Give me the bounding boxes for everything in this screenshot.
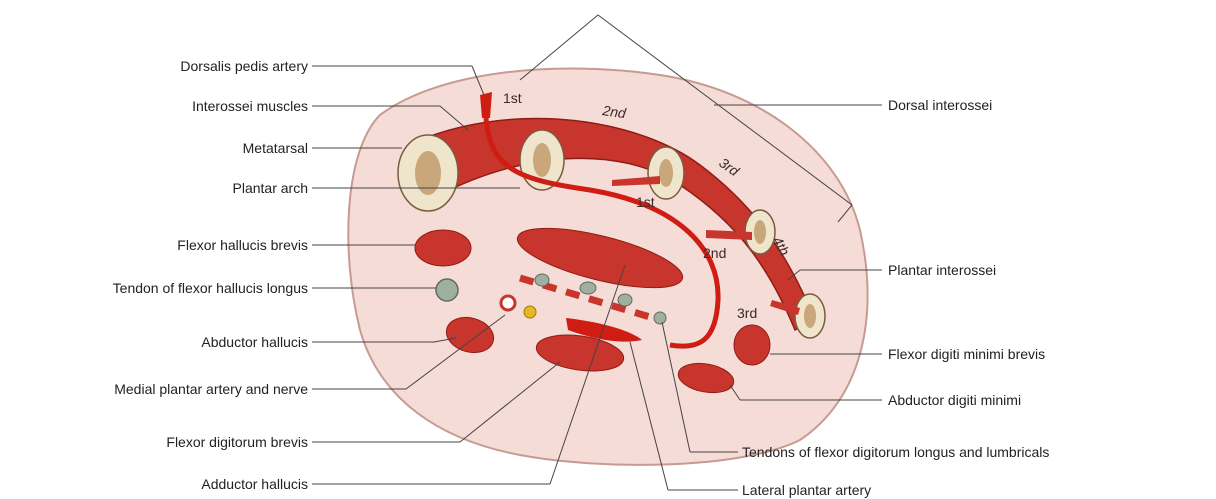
flexor-hallucis-brevis-shape <box>415 230 471 266</box>
label-plantar-arch: Plantar arch <box>40 180 308 196</box>
label-flexor-digiti-minimi-brevis: Flexor digiti minimi brevis <box>888 346 1045 362</box>
metatarsal-3 <box>648 147 684 199</box>
plantar-1st-label: 1st <box>636 194 655 210</box>
label-abductor-digiti-minimi: Abductor digiti minimi <box>888 392 1021 408</box>
label-adductor-hallucis: Adductor hallucis <box>40 476 308 492</box>
label-metatarsal: Metatarsal <box>40 140 308 156</box>
label-dorsalis-pedis-artery: Dorsalis pedis artery <box>40 58 308 74</box>
label-flexor-digitorum-brevis: Flexor digitorum brevis <box>40 434 308 450</box>
label-flexor-hallucis-brevis: Flexor hallucis brevis <box>40 237 308 253</box>
label-tendon-flexor-hallucis-longus: Tendon of flexor hallucis longus <box>0 280 308 296</box>
label-dorsal-interossei: Dorsal interossei <box>888 97 992 113</box>
label-interossei-muscles: Interossei muscles <box>40 98 308 114</box>
medial-plantar-artery-shape <box>501 296 515 310</box>
label-tendons-flexor-digitorum-longus: Tendons of flexor digitorum longus and l… <box>742 444 1049 460</box>
label-plantar-interossei: Plantar interossei <box>888 262 996 278</box>
metatarsal-1 <box>398 135 458 211</box>
plantar-2nd-label: 2nd <box>703 245 726 261</box>
label-abductor-hallucis: Abductor hallucis <box>40 334 308 350</box>
label-medial-plantar-artery-nerve: Medial plantar artery and nerve <box>0 381 308 397</box>
plantar-3rd-label: 3rd <box>737 305 757 321</box>
medial-plantar-nerve-shape <box>524 306 536 318</box>
dorsalis-pedis-artery-shape <box>480 92 492 118</box>
flexor-digiti-minimi-brevis-shape <box>734 325 770 365</box>
metatarsal-5 <box>795 294 825 338</box>
tendon-flexor-hallucis-longus-shape <box>436 279 458 301</box>
dorsal-1st-label: 1st <box>503 90 522 106</box>
label-lateral-plantar-artery: Lateral plantar artery <box>742 482 871 498</box>
